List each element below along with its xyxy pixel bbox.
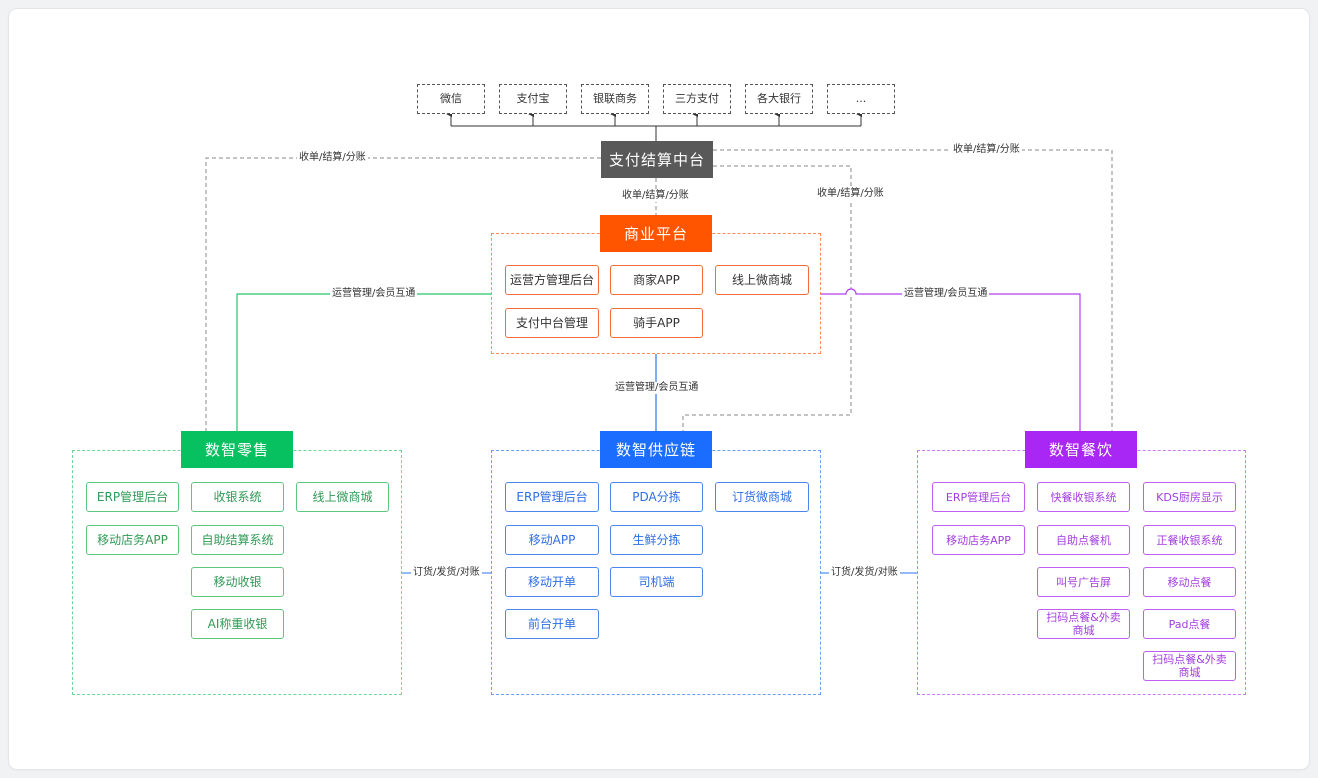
label-settle-right: 收单/结算/分账 <box>951 144 1022 156</box>
retail-title: 数智零售 <box>181 431 293 468</box>
food-self-order-kiosk: 自助点餐机 <box>1037 525 1130 555</box>
label-ops-left: 运营管理/会员互通 <box>330 288 418 300</box>
business-platform-title: 商业平台 <box>600 215 712 252</box>
food-mobile-order: 移动点餐 <box>1143 567 1236 597</box>
biz-payment-admin: 支付中台管理 <box>505 308 599 338</box>
channel-third-party: 三方支付 <box>663 84 731 114</box>
biz-merchant-app: 商家APP <box>610 265 703 295</box>
supply-mobile-billing: 移动开单 <box>505 567 599 597</box>
food-fast-cashier: 快餐收银系统 <box>1037 482 1130 512</box>
channel-unionpay: 银联商务 <box>581 84 649 114</box>
channel-alipay: 支付宝 <box>499 84 567 114</box>
label-settle-left: 收单/结算/分账 <box>297 152 368 164</box>
supply-front-billing: 前台开单 <box>505 609 599 639</box>
retail-self-checkout: 自助结算系统 <box>191 525 284 555</box>
label-settle-supply: 收单/结算/分账 <box>815 188 886 200</box>
label-order-right: 订货/发货/对账 <box>829 567 900 579</box>
biz-online-mall: 线上微商城 <box>715 265 809 295</box>
supply-driver-app: 司机端 <box>610 567 703 597</box>
payment-bus <box>446 111 862 141</box>
food-kds-display: KDS厨房显示 <box>1143 482 1236 512</box>
label-order-left: 订货/发货/对账 <box>411 567 482 579</box>
retail-online-mall: 线上微商城 <box>296 482 389 512</box>
supply-erp-admin: ERP管理后台 <box>505 482 599 512</box>
channel-more: ... <box>827 84 895 114</box>
channel-wechat: 微信 <box>417 84 485 114</box>
retail-erp-admin: ERP管理后台 <box>86 482 179 512</box>
settlement-links <box>205 149 1113 432</box>
retail-mobile-app: 移动店务APP <box>86 525 179 555</box>
food-pad-order: Pad点餐 <box>1143 609 1236 639</box>
retail-mobile-cashier: 移动收银 <box>191 567 284 597</box>
retail-cashier-system: 收银系统 <box>191 482 284 512</box>
food-mobile-app: 移动店务APP <box>932 525 1025 555</box>
biz-rider-app: 骑手APP <box>610 308 703 338</box>
food-ops-link <box>821 288 1081 432</box>
food-dine-in-cashier: 正餐收银系统 <box>1143 525 1236 555</box>
label-settle-biz: 收单/结算/分账 <box>620 190 691 202</box>
supply-mobile-app: 移动APP <box>505 525 599 555</box>
biz-operator-admin: 运营方管理后台 <box>505 265 599 295</box>
retail-ai-scale: AI称重收银 <box>191 609 284 639</box>
food-call-screen: 叫号广告屏 <box>1037 567 1130 597</box>
retail-ops-link <box>236 293 491 432</box>
food-scan-order-mall-2: 扫码点餐&外卖商城 <box>1143 651 1236 681</box>
food-title: 数智餐饮 <box>1025 431 1137 468</box>
channel-banks: 各大银行 <box>745 84 813 114</box>
supply-order-mall: 订货微商城 <box>715 482 809 512</box>
supply-fresh-sorting: 生鲜分拣 <box>610 525 703 555</box>
supply-pda-sorting: PDA分拣 <box>610 482 703 512</box>
food-scan-order-mall: 扫码点餐&外卖商城 <box>1037 609 1130 639</box>
label-ops-center: 运营管理/会员互通 <box>613 382 701 394</box>
supply-title: 数智供应链 <box>600 431 712 468</box>
food-erp-admin: ERP管理后台 <box>932 482 1025 512</box>
settlement-center-title: 支付结算中台 <box>601 141 713 178</box>
label-ops-right: 运营管理/会员互通 <box>902 288 990 300</box>
